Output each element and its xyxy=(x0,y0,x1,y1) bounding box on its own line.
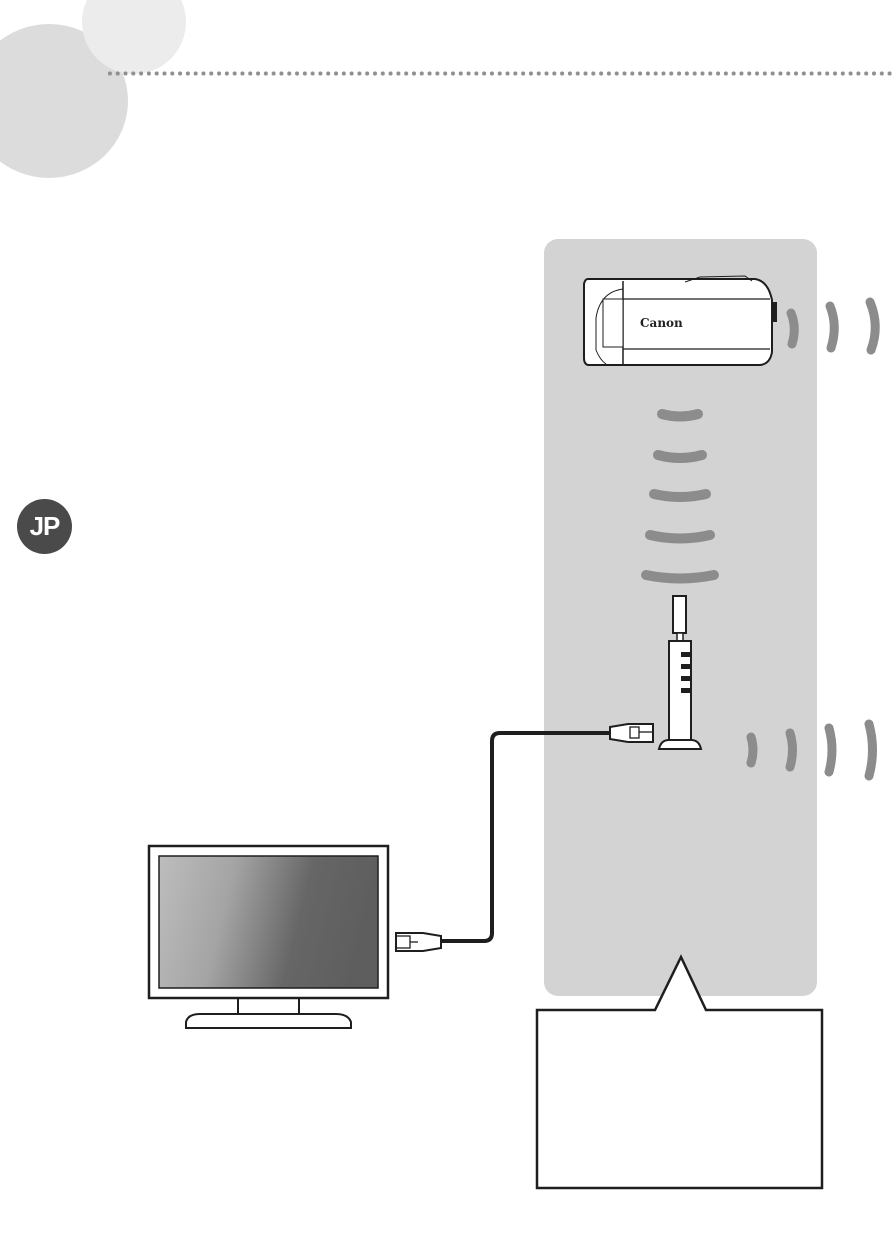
wifi-router-icon xyxy=(657,595,703,750)
callout-text xyxy=(540,1012,820,1188)
camera-brand-label: Canon xyxy=(640,316,683,330)
wireless-waves-camera xyxy=(786,297,880,355)
camcorder-icon: Canon xyxy=(583,275,777,366)
wireless-waves-router-up xyxy=(641,409,719,584)
callout-box xyxy=(535,954,824,1190)
language-badge: JP xyxy=(17,499,72,554)
tv-monitor-icon xyxy=(147,844,390,1029)
lan-cable xyxy=(395,723,654,952)
wireless-waves-router-right xyxy=(746,719,877,781)
dotted-divider xyxy=(106,71,893,76)
